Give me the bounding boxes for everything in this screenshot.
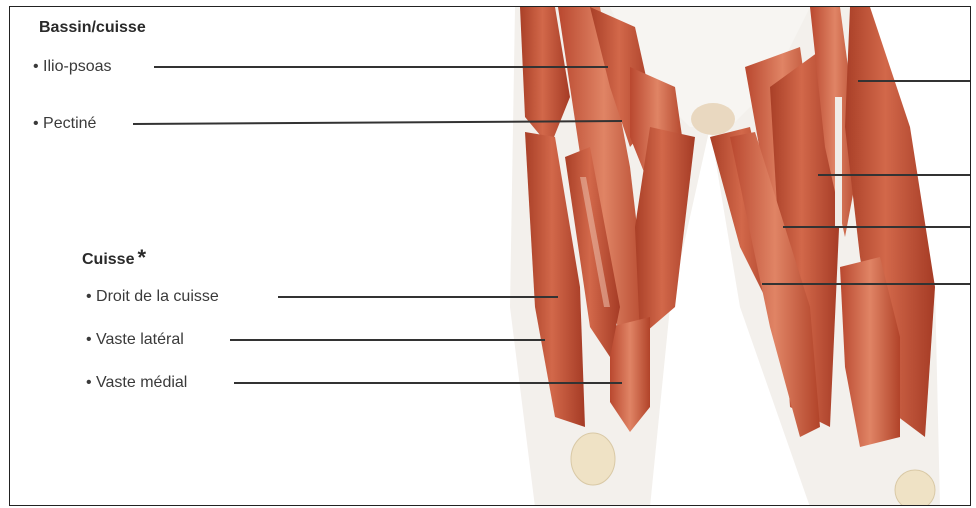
- label-droit-cuisse: • Droit de la cuisse: [86, 288, 219, 306]
- label-ilio-psoas: • Ilio-psoas: [33, 58, 112, 76]
- pubic-symphysis: [691, 103, 735, 135]
- section-title-thigh-text: Cuisse: [82, 251, 134, 268]
- section-title-pelvis-thigh: Bassin/cuisse: [39, 19, 146, 37]
- patella-right: [895, 470, 935, 506]
- asterisk-marker: *: [137, 245, 146, 270]
- label-vaste-lateral: • Vaste latéral: [86, 331, 184, 349]
- section-title-thigh: Cuisse*: [82, 251, 146, 277]
- label-pectine: • Pectiné: [33, 115, 96, 133]
- label-vaste-medial: • Vaste médial: [86, 374, 187, 392]
- tendon-right: [835, 97, 842, 227]
- thigh-muscles-illustration: [10, 7, 971, 506]
- patella-left: [571, 433, 615, 485]
- figure-frame: Bassin/cuisse • Ilio-psoas • Pectiné Cui…: [9, 6, 971, 506]
